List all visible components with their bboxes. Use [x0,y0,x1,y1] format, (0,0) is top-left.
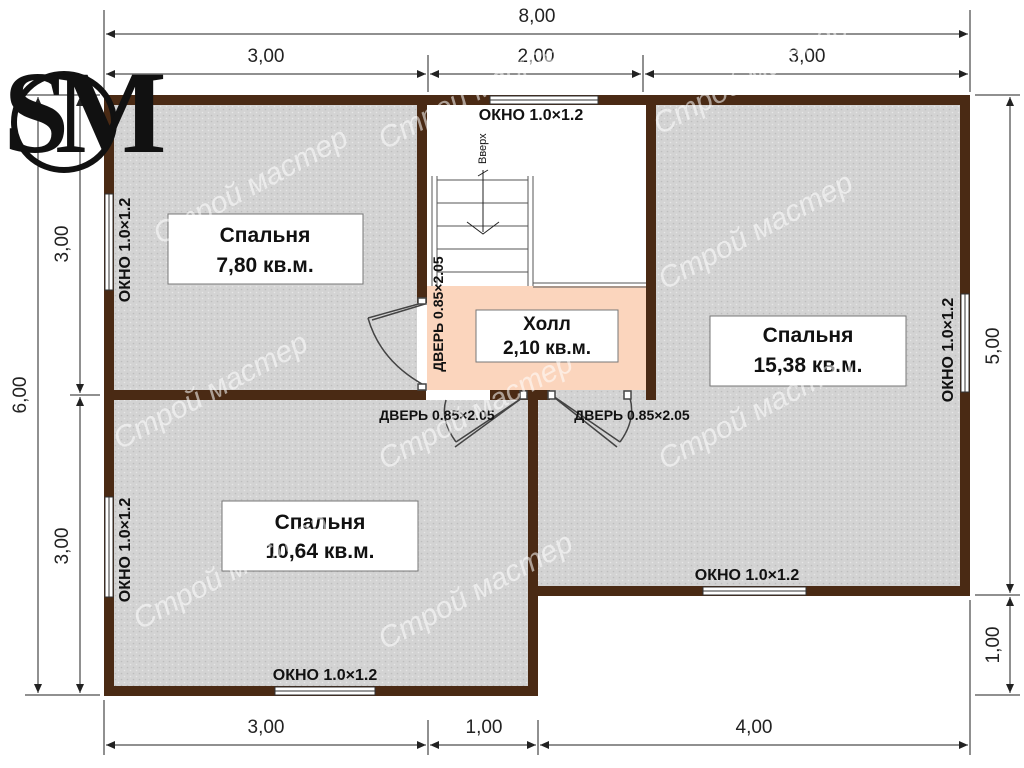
hall-area: 2,10 кв.м. [503,338,591,359]
dim-left-top: 3,00 [52,226,73,263]
wall-stair-right [646,95,656,400]
sm-logo: SM [4,47,178,178]
dim-top-middle: 2,00 [518,46,555,67]
dim-top-right: 3,00 [789,46,826,67]
dim-bottom-right: 4,00 [736,717,773,738]
opening-labels: ОКНО 1.0×1.2 ОКНО 1.0×1.2 ОКНО 1.0×1.2 О… [117,107,957,684]
wall-mid-horizontal-left [104,390,426,400]
door-right-swing [547,390,633,448]
door-vertical-label: ДВЕРЬ 0.85×2.05 [430,256,446,372]
dim-bottom-middle: 1,00 [466,717,503,738]
doors [367,297,633,448]
logo-monogram: SM [4,47,164,178]
bedroom-bottom-left-name: Спальня [275,511,366,534]
bedroom-right-area: 15,38 кв.м. [753,354,862,377]
stair-area-floor [427,104,646,284]
door-vertical-swing [367,297,427,391]
dim-bottom-left: 3,00 [248,717,285,738]
window-top-label: ОКНО 1.0×1.2 [479,107,584,124]
wall-inner-vertical-right-lower [528,390,538,696]
bedroom-right-floor-lower [538,390,960,586]
stair-label: Вверх [477,133,489,164]
window-left-upper-label: ОКНО 1.0×1.2 [117,198,134,303]
bedroom-top-left-area: 7,80 кв.м. [216,254,313,277]
hall-name: Холл [523,314,571,335]
stairs [431,169,646,288]
room-labels: Спальня 7,80 кв.м. Спальня 10,64 кв.м. С… [167,213,907,572]
bedroom-top-left-name: Спальня [220,224,311,247]
dim-top-total: 8,00 [519,6,556,27]
hall-label: Холл 2,10 кв.м. [475,309,619,363]
window-right-side-label: ОКНО 1.0×1.2 [940,298,957,403]
door-left-swing [443,390,528,448]
wall-stair-left [417,95,427,303]
dim-left-bottom: 3,00 [52,528,73,565]
window-bottom-label: ОКНО 1.0×1.2 [273,667,378,684]
door-right-label: ДВЕРЬ 0.85×2.05 [574,407,690,423]
dimension-labels: 8,00 3,00 2,00 3,00 3,00 1,00 4,00 6,00 … [10,6,1004,738]
window-right-bottom-label: ОКНО 1.0×1.2 [695,567,800,584]
windows [104,95,970,696]
bedroom-bottom-left-label: Спальня 10,64 кв.м. [221,500,419,572]
bedroom-bottom-left-area: 10,64 кв.м. [265,540,374,563]
dim-left-total: 6,00 [10,377,31,414]
dimension-lines [25,10,1020,755]
dim-right-bottom: 1,00 [983,627,1004,664]
dim-right-total: 5,00 [983,328,1004,365]
dim-top-left: 3,00 [248,46,285,67]
bedroom-top-left-label: Спальня 7,80 кв.м. [167,213,364,285]
window-left-lower-label: ОКНО 1.0×1.2 [117,498,134,603]
bedroom-right-name: Спальня [763,324,854,347]
bedroom-right-label: Спальня 15,38 кв.м. [709,315,907,387]
door-left-label: ДВЕРЬ 0.85×2.05 [379,407,495,423]
